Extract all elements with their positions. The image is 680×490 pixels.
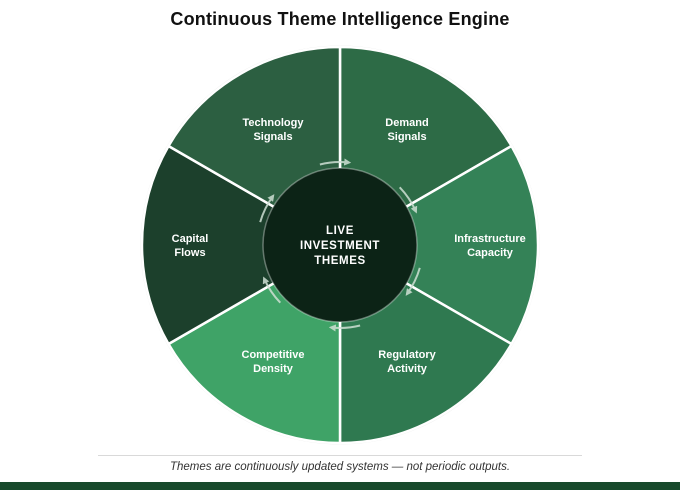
rotation-arrow-icon <box>405 267 421 296</box>
rotation-arrow-icon <box>262 276 282 304</box>
footer-divider <box>98 455 582 456</box>
rotation-arrow-icon <box>319 158 352 166</box>
center-circle <box>262 167 418 323</box>
rotation-arrow-icon <box>328 324 361 332</box>
segment-capital-flows <box>140 144 342 346</box>
bottom-accent-bar <box>0 482 680 490</box>
page-title: Continuous Theme Intelligence Engine <box>170 9 510 29</box>
rotation-arrow-icon <box>398 186 418 214</box>
footer-note: Themes are continuously updated systems … <box>169 461 511 473</box>
rotation-arrow-icon <box>259 194 275 223</box>
segment-infrastructure-capacity <box>338 144 540 346</box>
